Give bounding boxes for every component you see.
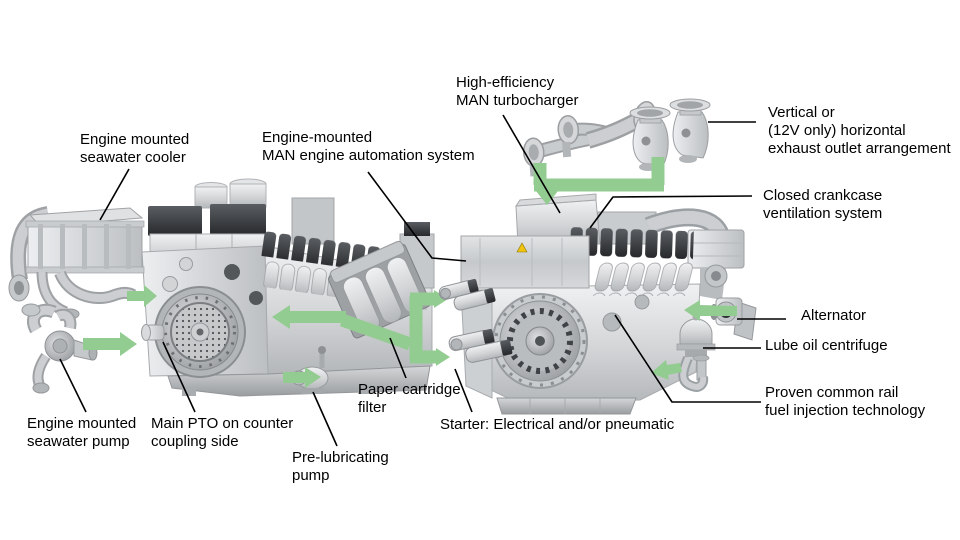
- callout-crankcase: [589, 195, 753, 229]
- outlet-2: [669, 98, 711, 163]
- label-paper-filter: Paper cartridge filter: [358, 381, 461, 416]
- callout-turbocharger: [502, 114, 561, 214]
- band-filter-to-engine: [339, 313, 413, 351]
- callout-prelube: [312, 391, 338, 447]
- paper-cartridge-filter: [328, 240, 431, 339]
- arrow-exhaust-down: [536, 191, 558, 205]
- lube-oil-centrifuge: [676, 313, 716, 392]
- arrow-alternator: [684, 300, 737, 321]
- callout-paper-filter: [389, 337, 407, 379]
- callout-common-rail: [614, 314, 761, 403]
- arrow-centrifuge: [651, 360, 682, 380]
- vertical-exhaust-outlets: [629, 98, 711, 171]
- seawater-cooler: [8, 206, 145, 320]
- label-starter: Starter: Electrical and/or pneumatic: [440, 416, 675, 433]
- label-turbocharger: High-efficiency MAN turbocharger: [456, 74, 579, 109]
- outlet-1: [629, 106, 671, 171]
- label-automation-system: Engine-mounted MAN engine automation sys…: [262, 129, 475, 164]
- label-prelube-pump: Pre-lubricating pump: [292, 449, 389, 484]
- label-seawater-pump: Engine mounted seawater pump: [27, 415, 137, 450]
- seawater-pump: [21, 303, 98, 394]
- arrow-to-starter2: [436, 348, 450, 366]
- label-exhaust-outlet: Vertical or (12V only) horizontal exhaus…: [768, 104, 951, 157]
- callout-lines: [59, 114, 786, 447]
- callout-automation: [367, 171, 467, 262]
- flow-arrows: [83, 157, 737, 388]
- callout-seawater-pump: [59, 358, 87, 413]
- arrow-to-starter1: [434, 290, 448, 308]
- callout-seawater-cooler: [99, 168, 130, 221]
- callout-starter: [454, 368, 473, 413]
- pto-flywheel: [154, 286, 246, 378]
- arrow-prelube: [283, 367, 321, 388]
- label-crankcase: Closed crankcase ventilation system: [763, 187, 883, 222]
- automation-cabinet: [460, 235, 590, 289]
- label-lube-centrifuge: Lube oil centrifuge: [765, 337, 888, 354]
- flywheel: [492, 293, 588, 389]
- arrow-pump-to-pto: [83, 332, 137, 356]
- starter-1: [438, 278, 496, 311]
- label-common-rail: Proven common rail fuel injection techno…: [765, 384, 926, 419]
- starter-2: [448, 329, 513, 363]
- label-alternator: Alternator: [801, 307, 867, 324]
- callout-main-pto: [162, 341, 196, 413]
- arrow-filter-to-engine: [272, 305, 346, 329]
- label-seawater-cooler: Engine mounted seawater cooler: [80, 131, 190, 166]
- starters: [438, 278, 513, 363]
- arrow-cooler-to-engine: [127, 285, 157, 307]
- right-engine: [460, 193, 745, 415]
- label-main-pto: Main PTO on counter coupling side: [151, 415, 294, 450]
